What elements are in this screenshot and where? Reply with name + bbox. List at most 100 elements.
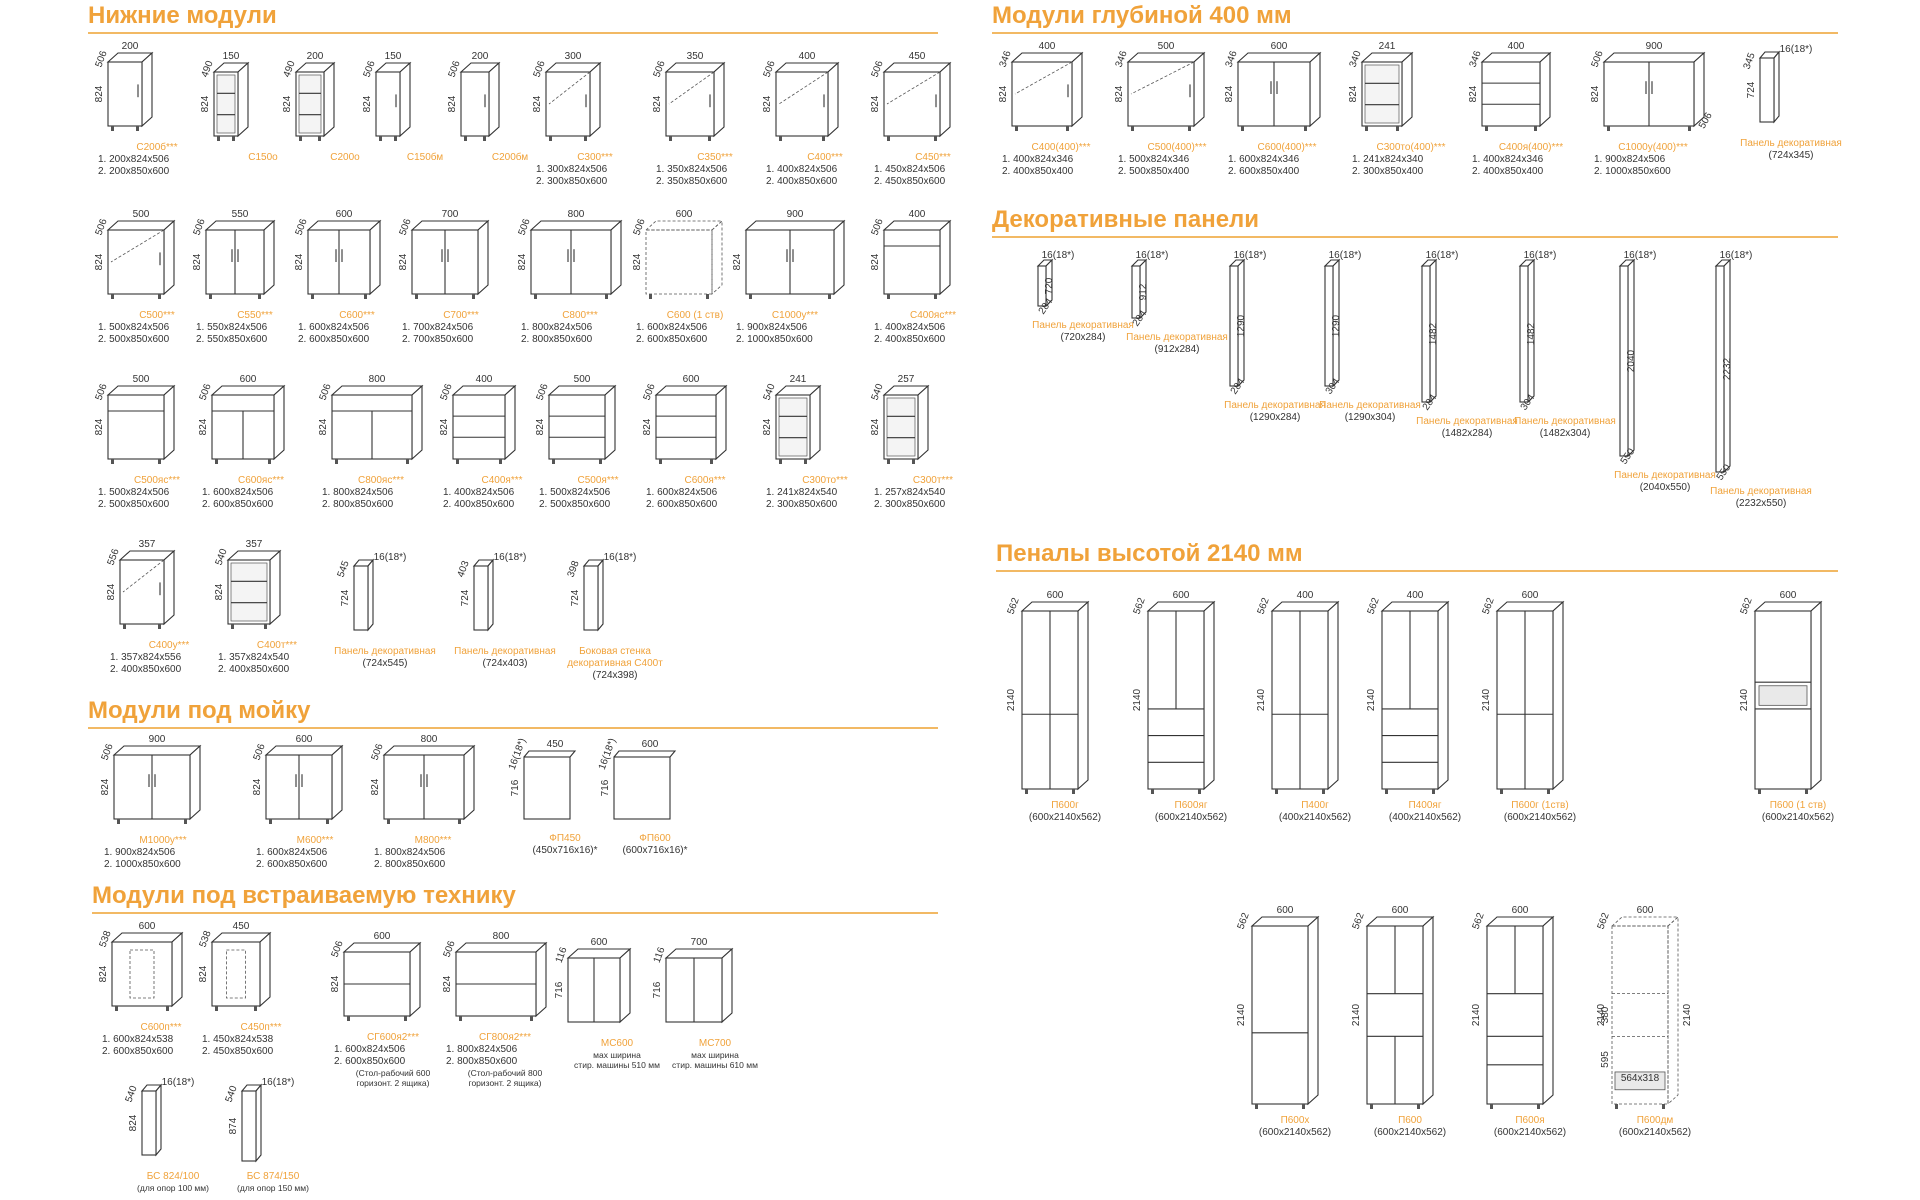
width-label: 700 — [691, 937, 708, 948]
item-size-line: 2. 700х850х600 — [402, 334, 474, 345]
width-label: 600 — [1780, 590, 1797, 601]
decor-panel-drawing — [1036, 258, 1054, 308]
cabinet-drawing — [566, 947, 632, 1024]
item-size-line: 1. 700х824х506 — [402, 322, 474, 333]
height-label: 2140 — [1471, 1003, 1482, 1026]
item-size-line: 2. 450х850х600 — [874, 176, 946, 187]
item-name: С600п*** — [140, 1022, 182, 1033]
cabinet-drawing — [774, 384, 822, 464]
item-name: БС 824/100 — [146, 1171, 200, 1182]
item-size: (1290х304) — [1344, 412, 1396, 423]
item-size-line: 1. 900х824х506 — [104, 847, 176, 858]
width-label: 800 — [568, 209, 585, 220]
cabinet-drawing — [1236, 51, 1322, 131]
item-caption: П600 (1 ств)(600х2140х562) — [1733, 800, 1863, 824]
width-label: 600 — [591, 937, 608, 948]
tall-cabinet-drawing — [1146, 600, 1216, 794]
width-label: 800 — [493, 931, 510, 942]
item-size-line: 1. 900х824х506 — [1594, 154, 1666, 165]
item-size-line: 2. 300х850х600 — [766, 499, 838, 510]
depth-label: 506 — [762, 59, 778, 79]
item-size-line: 1. 241х824х540 — [766, 487, 838, 498]
item-note: (Стол-рабочий 800 — [467, 1068, 543, 1078]
width-label: 200 — [122, 41, 139, 52]
cabinet-drawing — [654, 384, 728, 464]
item-size-line: 1. 300х824х506 — [536, 164, 608, 175]
item-caption: Панель декоративная(1482х304) — [1500, 416, 1630, 440]
item-name: С1000у(400)*** — [1618, 142, 1688, 153]
item-size-line: 2. 200х850х600 — [98, 166, 170, 177]
item-name: С500*** — [139, 310, 175, 321]
cabinet-drawing — [410, 219, 490, 299]
item-name: П600г — [1051, 800, 1079, 811]
item-name: С350*** — [697, 152, 733, 163]
depth-label: 116 — [554, 945, 570, 964]
item-caption: Панель декоративная(2040х550) — [1600, 470, 1730, 494]
height-label: 824 — [1590, 85, 1601, 102]
depth-label: 506 — [192, 217, 208, 237]
item-size: (2232х550) — [1735, 498, 1787, 509]
section-decor-panels: Декоративные панели — [992, 206, 1838, 238]
height-label: 1482 — [1526, 322, 1537, 345]
cabinet-drawing — [330, 384, 424, 464]
item-name: Панель декоративная — [1032, 320, 1134, 331]
width-label: 200 — [472, 51, 489, 62]
item-name: С200б*** — [136, 142, 178, 153]
item-size-line: 1. 500х824х506 — [539, 487, 611, 498]
section-title: Пеналы высотой 2140 мм — [996, 540, 1303, 567]
height-label: 2140 — [1236, 1003, 1247, 1026]
depth-label: 506 — [632, 217, 648, 237]
item-caption: Панель декоративная(912х284) — [1112, 332, 1242, 356]
item-name: П400г — [1301, 800, 1329, 811]
depth-label: 490 — [200, 59, 216, 79]
item-name: Панель декоративная — [454, 646, 556, 657]
height-label: 912 — [1138, 283, 1149, 300]
depth-label: 346 — [1114, 49, 1130, 69]
width-label: 400 — [1039, 41, 1056, 52]
item-name: М800*** — [414, 835, 452, 846]
item-name: С400т*** — [256, 640, 298, 651]
item-size-line: 1. 600х824х346 — [1228, 154, 1300, 165]
height-label: 724 — [460, 589, 471, 606]
item-size-line: 2. 400х850х600 — [766, 176, 838, 187]
item-size-line: 1. 400х824х506 — [766, 164, 838, 175]
item-note: горизонт. 2 ящика) — [356, 1078, 430, 1088]
cabinet-drawing — [529, 219, 623, 299]
item-name: Панель декоративная — [334, 646, 436, 657]
item-size-line: 1. 357х824х540 — [218, 652, 290, 663]
height-label: 720 — [1044, 277, 1055, 294]
decor-panel-drawing — [1618, 258, 1636, 458]
width-label: 600 — [1173, 590, 1190, 601]
item-size-line: 2. 600х850х400 — [1228, 166, 1300, 177]
width-label: 900 — [149, 734, 166, 745]
height-label: 2140 — [1006, 688, 1017, 711]
item-size-line: 2. 800х850х600 — [374, 859, 446, 870]
item-size-line: 1. 400х824х346 — [1472, 154, 1544, 165]
item-size-line: 2. 600х850х600 — [202, 499, 274, 510]
item-size: (724х398) — [592, 670, 638, 681]
decor-panel-drawing — [1420, 258, 1438, 404]
height-label: 724 — [570, 589, 581, 606]
height-label: 824 — [762, 418, 773, 435]
width-label: 600 — [336, 209, 353, 220]
item-caption: Панель декоративная(1482х284) — [1402, 416, 1532, 440]
item-name: С600(400)*** — [1257, 142, 1317, 153]
